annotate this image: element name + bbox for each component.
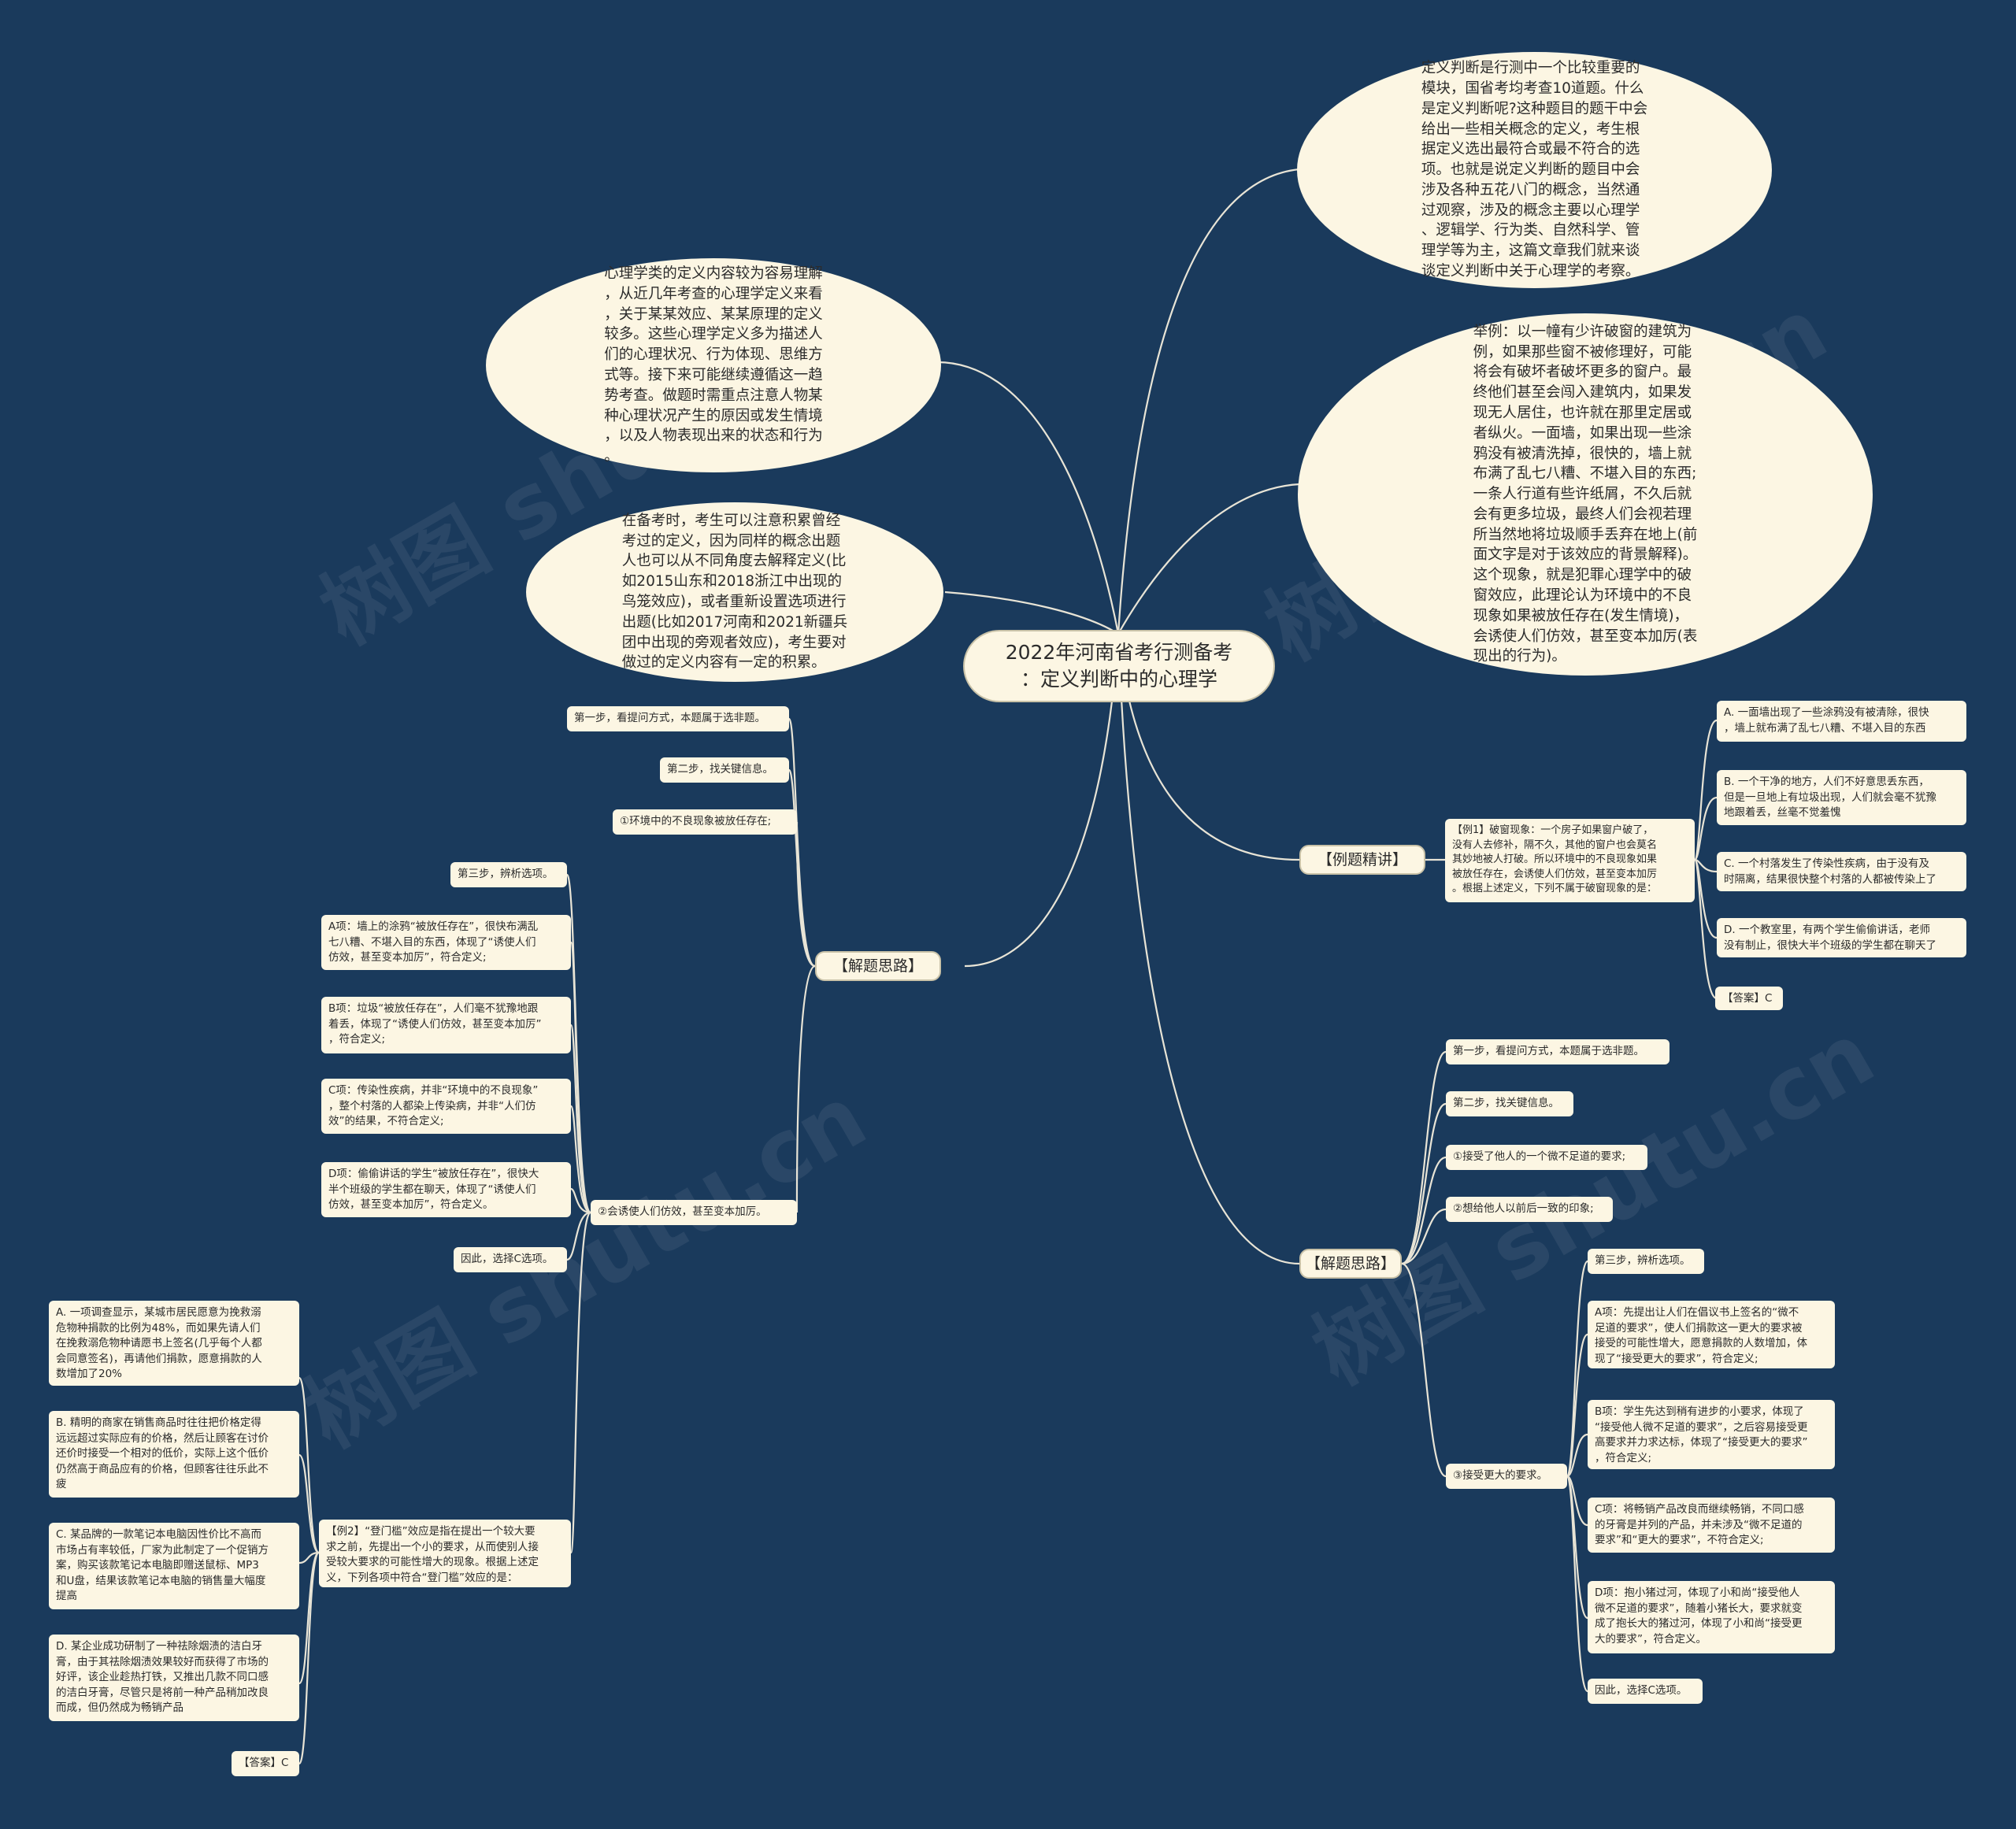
example1-option-c[interactable]: C. 一个村落发生了传染性疾病，由于没有及 时隔离，结果很快整个村落的人都被传染… xyxy=(1717,852,1966,891)
example2-option-b[interactable]: B. 精明的商家在销售商品时往往把价格定得 远远超过实际应有的价格，然后让顾客在… xyxy=(49,1411,299,1498)
example1-option-a[interactable]: A. 一面墙出现了一些涂鸦没有被清除，很快 ，墙上就布满了乱七八糟、不堪入目的东… xyxy=(1717,701,1966,742)
example2-option-a[interactable]: A. 一项调查显示，某城市居民愿意为挽救溺 危物种捐款的比例为48%，而如果先请… xyxy=(49,1301,299,1386)
left-solution-node[interactable]: 【解题思路】 xyxy=(815,951,941,981)
link-root-lefttop xyxy=(936,361,1120,635)
link-root-lsol xyxy=(964,633,1120,968)
example1-option-b[interactable]: B. 一个干净的地方，人们不好意思丢东西， 但是一旦地上有垃圾出现，人们就会毫不… xyxy=(1717,770,1966,825)
broken-window-example-bubble[interactable]: 举例：以一幢有少许破窗的建筑为 例，如果那些窗不被修理好，可能 将会有破坏者破坏… xyxy=(1298,313,1873,676)
right-conclusion[interactable]: 因此，选择C选项。 xyxy=(1588,1679,1703,1704)
example-lecture-node[interactable]: 【例题精讲】 xyxy=(1299,845,1425,875)
link-root-rsol xyxy=(1117,633,1300,1265)
right-step-1[interactable]: 第一步，看提问方式，本题属于选非题。 xyxy=(1446,1039,1670,1064)
intro-text: 定义判断是行测中一个比较重要的 模块，国省考均考查10道题。什么 是定义判断呢?… xyxy=(1421,60,1648,280)
right-key-3[interactable]: ③接受更大的要求。 xyxy=(1446,1464,1567,1489)
right-key-1[interactable]: ①接受了他人的一个微不足道的要求; xyxy=(1446,1145,1647,1170)
left-step-2[interactable]: 第二步，找关键信息。 xyxy=(660,757,789,783)
left-analysis-a[interactable]: A项：墙上的涂鸦“被放任存在”，很快布满乱 七八糟、不堪入目的东西，体现了“诱使… xyxy=(321,915,571,970)
root-topic[interactable]: 2022年河南省考行测备考 ：定义判断中的心理学 xyxy=(963,630,1275,702)
left-key-2[interactable]: ②会诱使人们仿效，甚至变本加厉。 xyxy=(591,1200,797,1225)
example2-answer[interactable]: 【答案】C xyxy=(232,1751,299,1776)
preparation-tip-text: 在备考时，考生可以注意积累曾经 考过的定义，因为同样的概念出题 人也可以从不同角… xyxy=(621,512,848,672)
psychology-definition-bubble[interactable]: 心理学类的定义内容较为容易理解 ，从近几年考查的心理学定义来看 ，关于某某效应、… xyxy=(486,258,941,472)
right-analysis-b[interactable]: B项：学生先达到稍有进步的小要求，体现了 “接受他人微不足道的要求”，之后容易接… xyxy=(1588,1400,1835,1469)
right-analysis-d[interactable]: D项：抱小猪过河，体现了小和尚“接受他人 微不足道的要求”，随着小猪长大，要求就… xyxy=(1588,1581,1835,1653)
left-step-1[interactable]: 第一步，看提问方式，本题属于选非题。 xyxy=(567,706,789,731)
broken-window-example-text: 举例：以一幢有少许破窗的建筑为 例，如果那些窗不被修理好，可能 将会有破坏者破坏… xyxy=(1473,323,1698,665)
left-key-1[interactable]: ①环境中的不良现象被放任存在; xyxy=(613,809,797,835)
right-step-2[interactable]: 第二步，找关键信息。 xyxy=(1446,1091,1573,1116)
left-conclusion[interactable]: 因此，选择C选项。 xyxy=(454,1247,567,1272)
example1-answer[interactable]: 【答案】C xyxy=(1715,987,1783,1010)
link-root-leftmid xyxy=(944,591,1119,635)
example2-option-d[interactable]: D. 某企业成功研制了一种祛除烟渍的洁白牙 膏，由于其祛除烟渍效果较好而获得了市… xyxy=(49,1635,299,1721)
link-root-intro xyxy=(1117,168,1300,635)
right-solution-node[interactable]: 【解题思路】 xyxy=(1299,1249,1402,1279)
right-key-2[interactable]: ②想给他人以前后一致的印象; xyxy=(1446,1197,1613,1222)
left-analysis-b[interactable]: B项：垃圾“被放任存在”，人们毫不犹豫地跟 着丢，体现了“诱使人们仿效，甚至变本… xyxy=(321,997,571,1053)
left-step-3[interactable]: 第三步，辨析选项。 xyxy=(450,862,567,887)
link-root-example xyxy=(1117,483,1300,635)
left-analysis-c[interactable]: C项：传染性疾病，并非“环境中的不良现象” ，整个村落的人都染上传染病，并非“人… xyxy=(321,1079,571,1134)
preparation-tip-bubble[interactable]: 在备考时，考生可以注意积累曾经 考过的定义，因为同样的概念出题 人也可以从不同角… xyxy=(526,502,943,682)
intro-bubble[interactable]: 定义判断是行测中一个比较重要的 模块，国省考均考查10道题。什么 是定义判断呢?… xyxy=(1297,52,1772,288)
left-analysis-d[interactable]: D项：偷偷讲话的学生“被放任存在”，很快大 半个班级的学生都在聊天，体现了“诱使… xyxy=(321,1162,571,1217)
right-analysis-a[interactable]: A项：先提出让人们在倡议书上签名的“微不 足道的要求”，使人们捐款这一更大的要求… xyxy=(1588,1301,1835,1368)
root-topic-text: 2022年河南省考行测备考 ：定义判断中的心理学 xyxy=(1005,641,1233,691)
right-step-3[interactable]: 第三步，辨析选项。 xyxy=(1588,1249,1704,1274)
right-analysis-c[interactable]: C项：将畅销产品改良而继续畅销，不同口感 的牙膏是并列的产品，并未涉及“微不足道… xyxy=(1588,1498,1835,1553)
example2-question[interactable]: 【例2】“登门槛”效应是指在提出一个较大要 求之前，先提出一个小的要求，从而使别… xyxy=(319,1520,571,1587)
example1-question[interactable]: 【例1】破窗现象：一个房子如果窗户破了， 没有人去修补，隔不久，其他的窗户也会莫… xyxy=(1445,819,1695,902)
example2-option-c[interactable]: C. 某品牌的一款笔记本电脑因性价比不高而 市场占有率较低，厂家为此制定了一个促… xyxy=(49,1523,299,1609)
example1-option-d[interactable]: D. 一个教室里，有两个学生偷偷讲话，老师 没有制止，很快大半个班级的学生都在聊… xyxy=(1717,918,1966,957)
psychology-definition-text: 心理学类的定义内容较为容易理解 ，从近几年考查的心理学定义来看 ，关于某某效应、… xyxy=(604,265,823,465)
